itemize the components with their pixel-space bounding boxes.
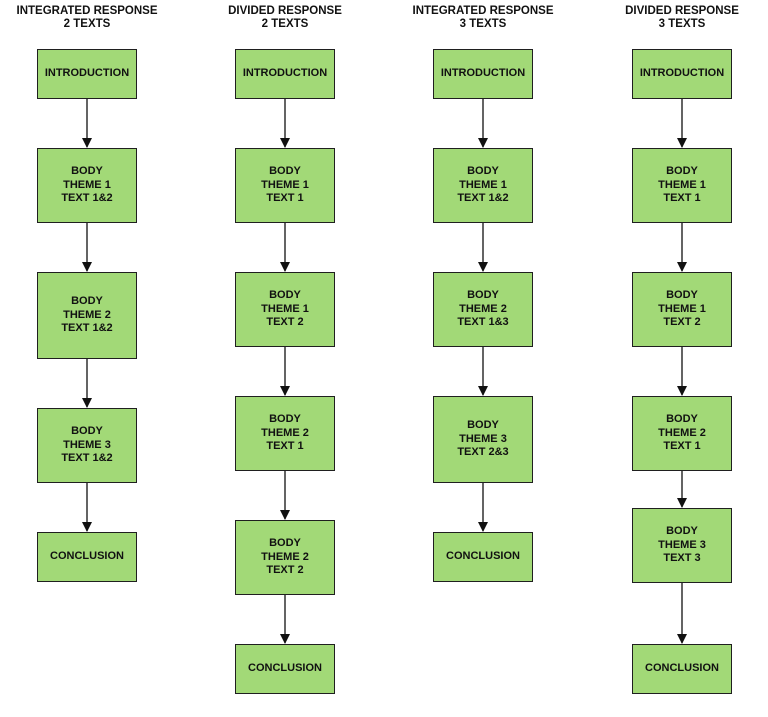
box-body: BODY THEME 1 TEXT 1 bbox=[632, 148, 732, 223]
box-body: BODY THEME 2 TEXT 2 bbox=[235, 520, 335, 595]
box-introduction: INTRODUCTION bbox=[37, 49, 137, 99]
box-body: BODY THEME 2 TEXT 1 bbox=[235, 396, 335, 471]
box-body: BODY THEME 1 TEXT 2 bbox=[632, 272, 732, 347]
column-title-divided-3-texts: DIVIDED RESPONSE 3 TEXTS bbox=[625, 5, 739, 30]
box-introduction: INTRODUCTION bbox=[632, 49, 732, 99]
box-body: BODY THEME 1 TEXT 1 bbox=[235, 148, 335, 223]
box-conclusion: CONCLUSION bbox=[37, 532, 137, 582]
box-body: BODY THEME 2 TEXT 1 bbox=[632, 396, 732, 471]
box-conclusion: CONCLUSION bbox=[632, 644, 732, 694]
box-body: BODY THEME 2 TEXT 1&2 bbox=[37, 272, 137, 359]
box-body: BODY THEME 3 TEXT 1&2 bbox=[37, 408, 137, 483]
column-title-divided-2-texts: DIVIDED RESPONSE 2 TEXTS bbox=[228, 5, 342, 30]
box-introduction: INTRODUCTION bbox=[235, 49, 335, 99]
box-body: BODY THEME 1 TEXT 1&2 bbox=[37, 148, 137, 223]
box-conclusion: CONCLUSION bbox=[235, 644, 335, 694]
column-title-integrated-2-texts: INTEGRATED RESPONSE 2 TEXTS bbox=[16, 5, 158, 30]
box-body: BODY THEME 3 TEXT 2&3 bbox=[433, 396, 533, 483]
box-conclusion: CONCLUSION bbox=[433, 532, 533, 582]
box-body: BODY THEME 2 TEXT 1&3 bbox=[433, 272, 533, 347]
box-body: BODY THEME 3 TEXT 3 bbox=[632, 508, 732, 583]
box-body: BODY THEME 1 TEXT 1&2 bbox=[433, 148, 533, 223]
box-body: BODY THEME 1 TEXT 2 bbox=[235, 272, 335, 347]
column-title-integrated-3-texts: INTEGRATED RESPONSE 3 TEXTS bbox=[412, 5, 554, 30]
box-introduction: INTRODUCTION bbox=[433, 49, 533, 99]
